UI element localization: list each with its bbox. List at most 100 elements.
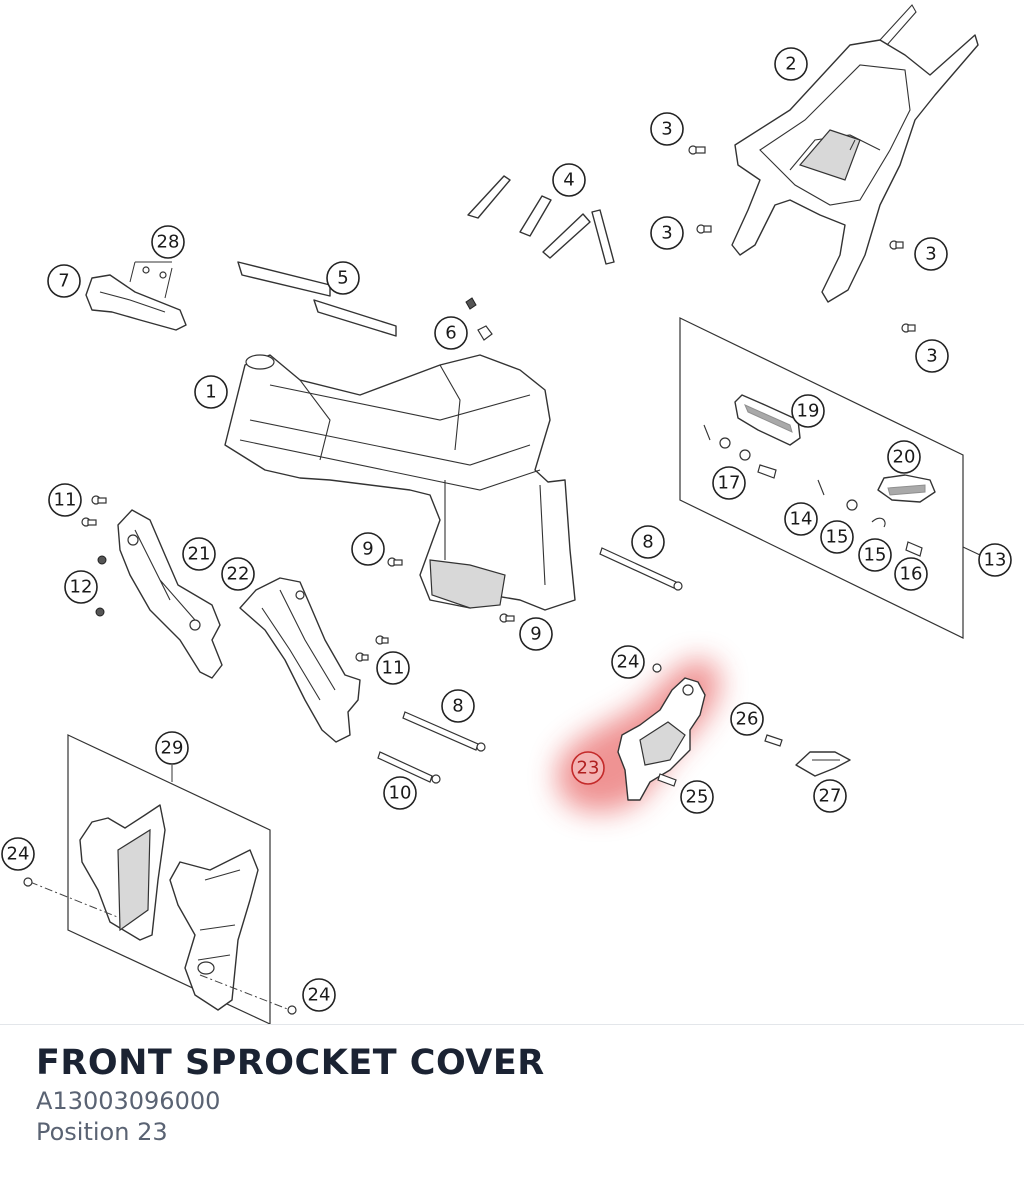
footpeg-group-box: [679, 317, 964, 639]
side-bracket-22[interactable]: [239, 577, 361, 743]
bolt-3-right[interactable]: [889, 240, 904, 250]
bolt-3-top[interactable]: [688, 145, 706, 155]
front-sprocket-cover[interactable]: [617, 677, 706, 801]
callout-16: 16: [894, 557, 928, 591]
callout-9-b: 9: [519, 617, 553, 651]
spring-15[interactable]: [871, 517, 886, 528]
callout-20: 20: [887, 440, 921, 474]
svg-text:15: 15: [864, 545, 887, 566]
nut-6[interactable]: [465, 297, 493, 341]
long-bolt-10[interactable]: [377, 751, 441, 784]
pin-16[interactable]: [905, 541, 923, 557]
divider: [0, 1024, 1024, 1025]
part-title: FRONT SPROCKET COVER: [36, 1043, 545, 1083]
long-bolt-8-lower[interactable]: [402, 711, 486, 752]
callout-11-b: 11: [376, 651, 410, 685]
callout-10: 10: [383, 776, 417, 810]
bolt-11-left-b[interactable]: [81, 517, 97, 527]
svg-text:8: 8: [452, 696, 463, 717]
svg-text:24: 24: [308, 985, 331, 1006]
svg-text:10: 10: [389, 783, 412, 804]
washer-15[interactable]: [846, 499, 858, 511]
svg-text:13: 13: [984, 550, 1007, 571]
footpeg-20[interactable]: [877, 474, 936, 503]
rear-subframe[interactable]: [731, 4, 979, 303]
bolt-9-right[interactable]: [499, 613, 515, 623]
washer-17[interactable]: [719, 437, 731, 449]
svg-text:7: 7: [58, 271, 69, 292]
shroud-group-box: [67, 734, 271, 1024]
nut-12-b[interactable]: [95, 607, 105, 617]
svg-text:1: 1: [205, 382, 216, 403]
screw-25[interactable]: [657, 773, 677, 787]
svg-text:9: 9: [362, 539, 373, 560]
svg-text:22: 22: [227, 564, 250, 585]
screw-24-sprocket[interactable]: [652, 663, 662, 673]
nut-12-a[interactable]: [97, 555, 107, 565]
part-info-panel: FRONT SPROCKET COVER A13003096000 Positi…: [36, 1040, 545, 1148]
callout-19: 19: [791, 394, 825, 428]
part-position: Position 23: [36, 1118, 168, 1146]
callout-15-b: 15: [858, 538, 892, 572]
callout-22: 22: [221, 557, 255, 591]
screw-24-left[interactable]: [23, 877, 33, 887]
callout-6: 6: [434, 316, 468, 350]
bolt-9-left[interactable]: [387, 557, 403, 567]
bolt-3-mid[interactable]: [696, 224, 712, 234]
shroud-left[interactable]: [79, 804, 166, 941]
bracket-7[interactable]: [85, 261, 187, 331]
bolt-11-center-b[interactable]: [355, 652, 369, 662]
svg-text:25: 25: [686, 787, 709, 808]
svg-text:3: 3: [926, 346, 937, 367]
svg-text:19: 19: [797, 401, 820, 422]
shroud-right[interactable]: [169, 849, 259, 1011]
svg-text:6: 6: [445, 323, 456, 344]
svg-text:3: 3: [661, 223, 672, 244]
callout-4: 4: [552, 163, 586, 197]
bolt-11-left-a[interactable]: [91, 495, 107, 505]
callout-2: 2: [774, 47, 808, 81]
svg-text:29: 29: [161, 738, 184, 759]
spring-17[interactable]: [739, 449, 751, 461]
callout-17: 17: [712, 466, 746, 500]
screw-24-lower[interactable]: [287, 1005, 297, 1015]
bolt-3-lower[interactable]: [901, 323, 916, 333]
callout-5: 5: [326, 261, 360, 295]
callout-15-a: 15: [820, 520, 854, 554]
svg-text:3: 3: [661, 119, 672, 140]
svg-text:17: 17: [718, 473, 741, 494]
pin-17[interactable]: [757, 464, 777, 479]
callout-3-c: 3: [914, 237, 948, 271]
chain-guide-27[interactable]: [795, 751, 851, 777]
side-bracket-21[interactable]: [117, 509, 223, 679]
long-bolt-8-upper[interactable]: [599, 547, 683, 591]
svg-text:20: 20: [893, 447, 916, 468]
pin-26[interactable]: [764, 734, 783, 747]
pin-14[interactable]: [817, 479, 825, 496]
svg-text:8: 8: [642, 532, 653, 553]
svg-text:14: 14: [790, 509, 813, 530]
bolt-11-center-a[interactable]: [375, 635, 389, 645]
exploded-parts-diagram: 1 2 3 3 3 3 4 5 6 7 8 8 9 9 10 11 11 12 …: [1, 4, 1012, 1024]
strip-5[interactable]: [237, 261, 397, 337]
callout-11-a: 11: [48, 483, 82, 517]
svg-text:9: 9: [530, 624, 541, 645]
callout-23[interactable]: 23: [571, 751, 605, 785]
callout-8-a: 8: [631, 525, 665, 559]
footpeg-19[interactable]: [734, 394, 801, 446]
callout-1: 1: [194, 375, 228, 409]
callout-26: 26: [730, 702, 764, 736]
shroud-axis-left: [29, 881, 121, 919]
svg-text:2: 2: [785, 54, 796, 75]
callout-27: 27: [813, 779, 847, 813]
callout-3-a: 3: [650, 112, 684, 146]
callout-9-a: 9: [351, 532, 385, 566]
callout-21: 21: [182, 537, 216, 571]
tube-set-4[interactable]: [467, 175, 615, 265]
callout-24-a: 24: [611, 645, 645, 679]
svg-text:15: 15: [826, 527, 849, 548]
callout-13: 13: [978, 543, 1012, 577]
svg-text:11: 11: [54, 490, 77, 511]
main-frame[interactable]: [224, 354, 576, 611]
pin-19[interactable]: [703, 424, 711, 441]
